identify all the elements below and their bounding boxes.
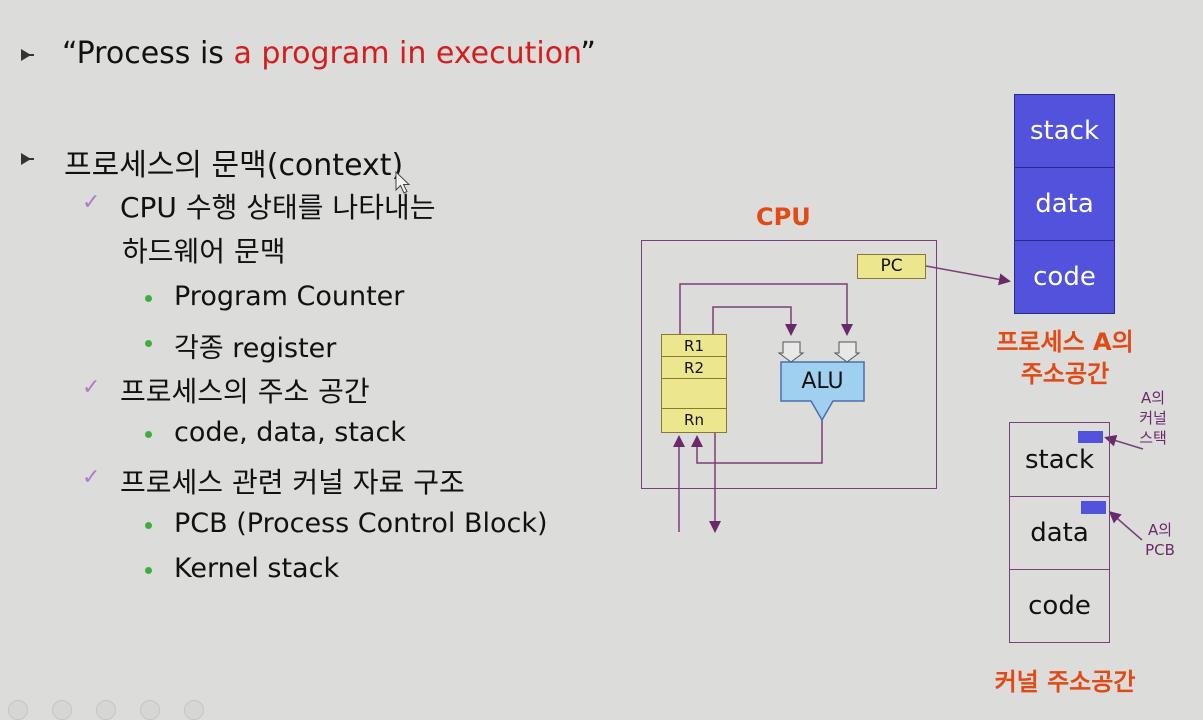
address-space-heading: 프로세스의 주소 공간: [120, 375, 370, 408]
item-registers: 각종 register: [174, 333, 337, 364]
pc-register: PC: [857, 254, 926, 279]
bullet-dot-icon: [145, 522, 152, 529]
kernel-address-space: stack data code: [1009, 422, 1110, 643]
bullet-dot-icon: [145, 340, 152, 347]
kernel-data-segment: data: [1010, 497, 1109, 570]
definition-prefix: “Process is: [62, 36, 234, 71]
check-icon: ✓: [82, 190, 101, 215]
alu-shape: [780, 361, 865, 422]
bullet-dot-icon: [145, 567, 152, 574]
process-a-caption-line2: 주소공간: [1020, 360, 1110, 388]
kernel-code-segment: code: [1028, 590, 1091, 621]
register-r1: R1: [662, 335, 726, 357]
toolbar-pen-icon[interactable]: [52, 700, 72, 720]
process-a-address-space: stack data code: [1014, 94, 1115, 314]
definition-highlight: a program in execution: [233, 36, 581, 71]
kernel-stack-note: A의 커널 스택: [1132, 388, 1174, 448]
context-heading: 프로세스의 문맥(context): [64, 148, 404, 183]
register-r2: R2: [662, 357, 726, 379]
process-a-data: data: [1015, 168, 1114, 241]
alu-label: ALU: [801, 369, 844, 394]
pcb-note-line1: A의: [1147, 521, 1173, 539]
item-kernel-stack: Kernel stack: [174, 553, 340, 584]
mouse-cursor-icon: [395, 171, 411, 194]
arrow-bullet-icon: [21, 153, 34, 165]
kernel-structures-heading: 프로세스 관련 커널 자료 구조: [120, 466, 465, 499]
kernel-stack-note-line2: 커널: [1139, 409, 1167, 427]
cpu-title: CPU: [756, 203, 811, 231]
kernel-stack-note-line1: A의: [1140, 389, 1166, 407]
definition-line: “Process is a program in execution”: [62, 36, 596, 71]
bullet-dot-icon: [145, 295, 152, 302]
pcb-note: A의 PCB: [1137, 520, 1183, 560]
arrow-bullet-icon: [21, 49, 34, 61]
bullet-dot-icon: [145, 431, 152, 438]
kernel-stack-segment: stack: [1010, 423, 1109, 497]
item-pcb: PCB (Process Control Block): [174, 508, 548, 539]
toolbar-slides-icon[interactable]: [96, 700, 116, 720]
toolbar-zoom-icon[interactable]: [140, 700, 160, 720]
kernel-stack-marker: [1078, 431, 1103, 443]
check-icon: ✓: [82, 465, 101, 490]
pcb-marker: [1081, 501, 1106, 514]
kernel-stack-note-line3: 스택: [1139, 429, 1167, 447]
process-a-code: code: [1015, 241, 1114, 312]
hw-context-line1: CPU 수행 상태를 나타내는: [120, 191, 436, 224]
toolbar-back-icon[interactable]: [8, 700, 28, 720]
cpu-box: [641, 240, 937, 489]
check-icon: ✓: [82, 375, 101, 400]
item-code-data-stack: code, data, stack: [174, 417, 406, 448]
register-file: R1 R2 Rn: [661, 334, 727, 433]
process-a-stack: stack: [1015, 95, 1114, 168]
register-gap: [662, 379, 726, 409]
pcb-note-line2: PCB: [1145, 541, 1175, 559]
kernel-caption: 커널 주소공간: [994, 668, 1136, 696]
definition-suffix: ”: [580, 36, 596, 71]
toolbar-forward-icon[interactable]: [184, 700, 204, 720]
process-a-caption-line1: 프로세스 A의: [996, 328, 1134, 356]
register-rn: Rn: [684, 411, 704, 429]
item-program-counter: Program Counter: [174, 281, 405, 312]
hw-context-line2: 하드웨어 문맥: [122, 235, 286, 268]
